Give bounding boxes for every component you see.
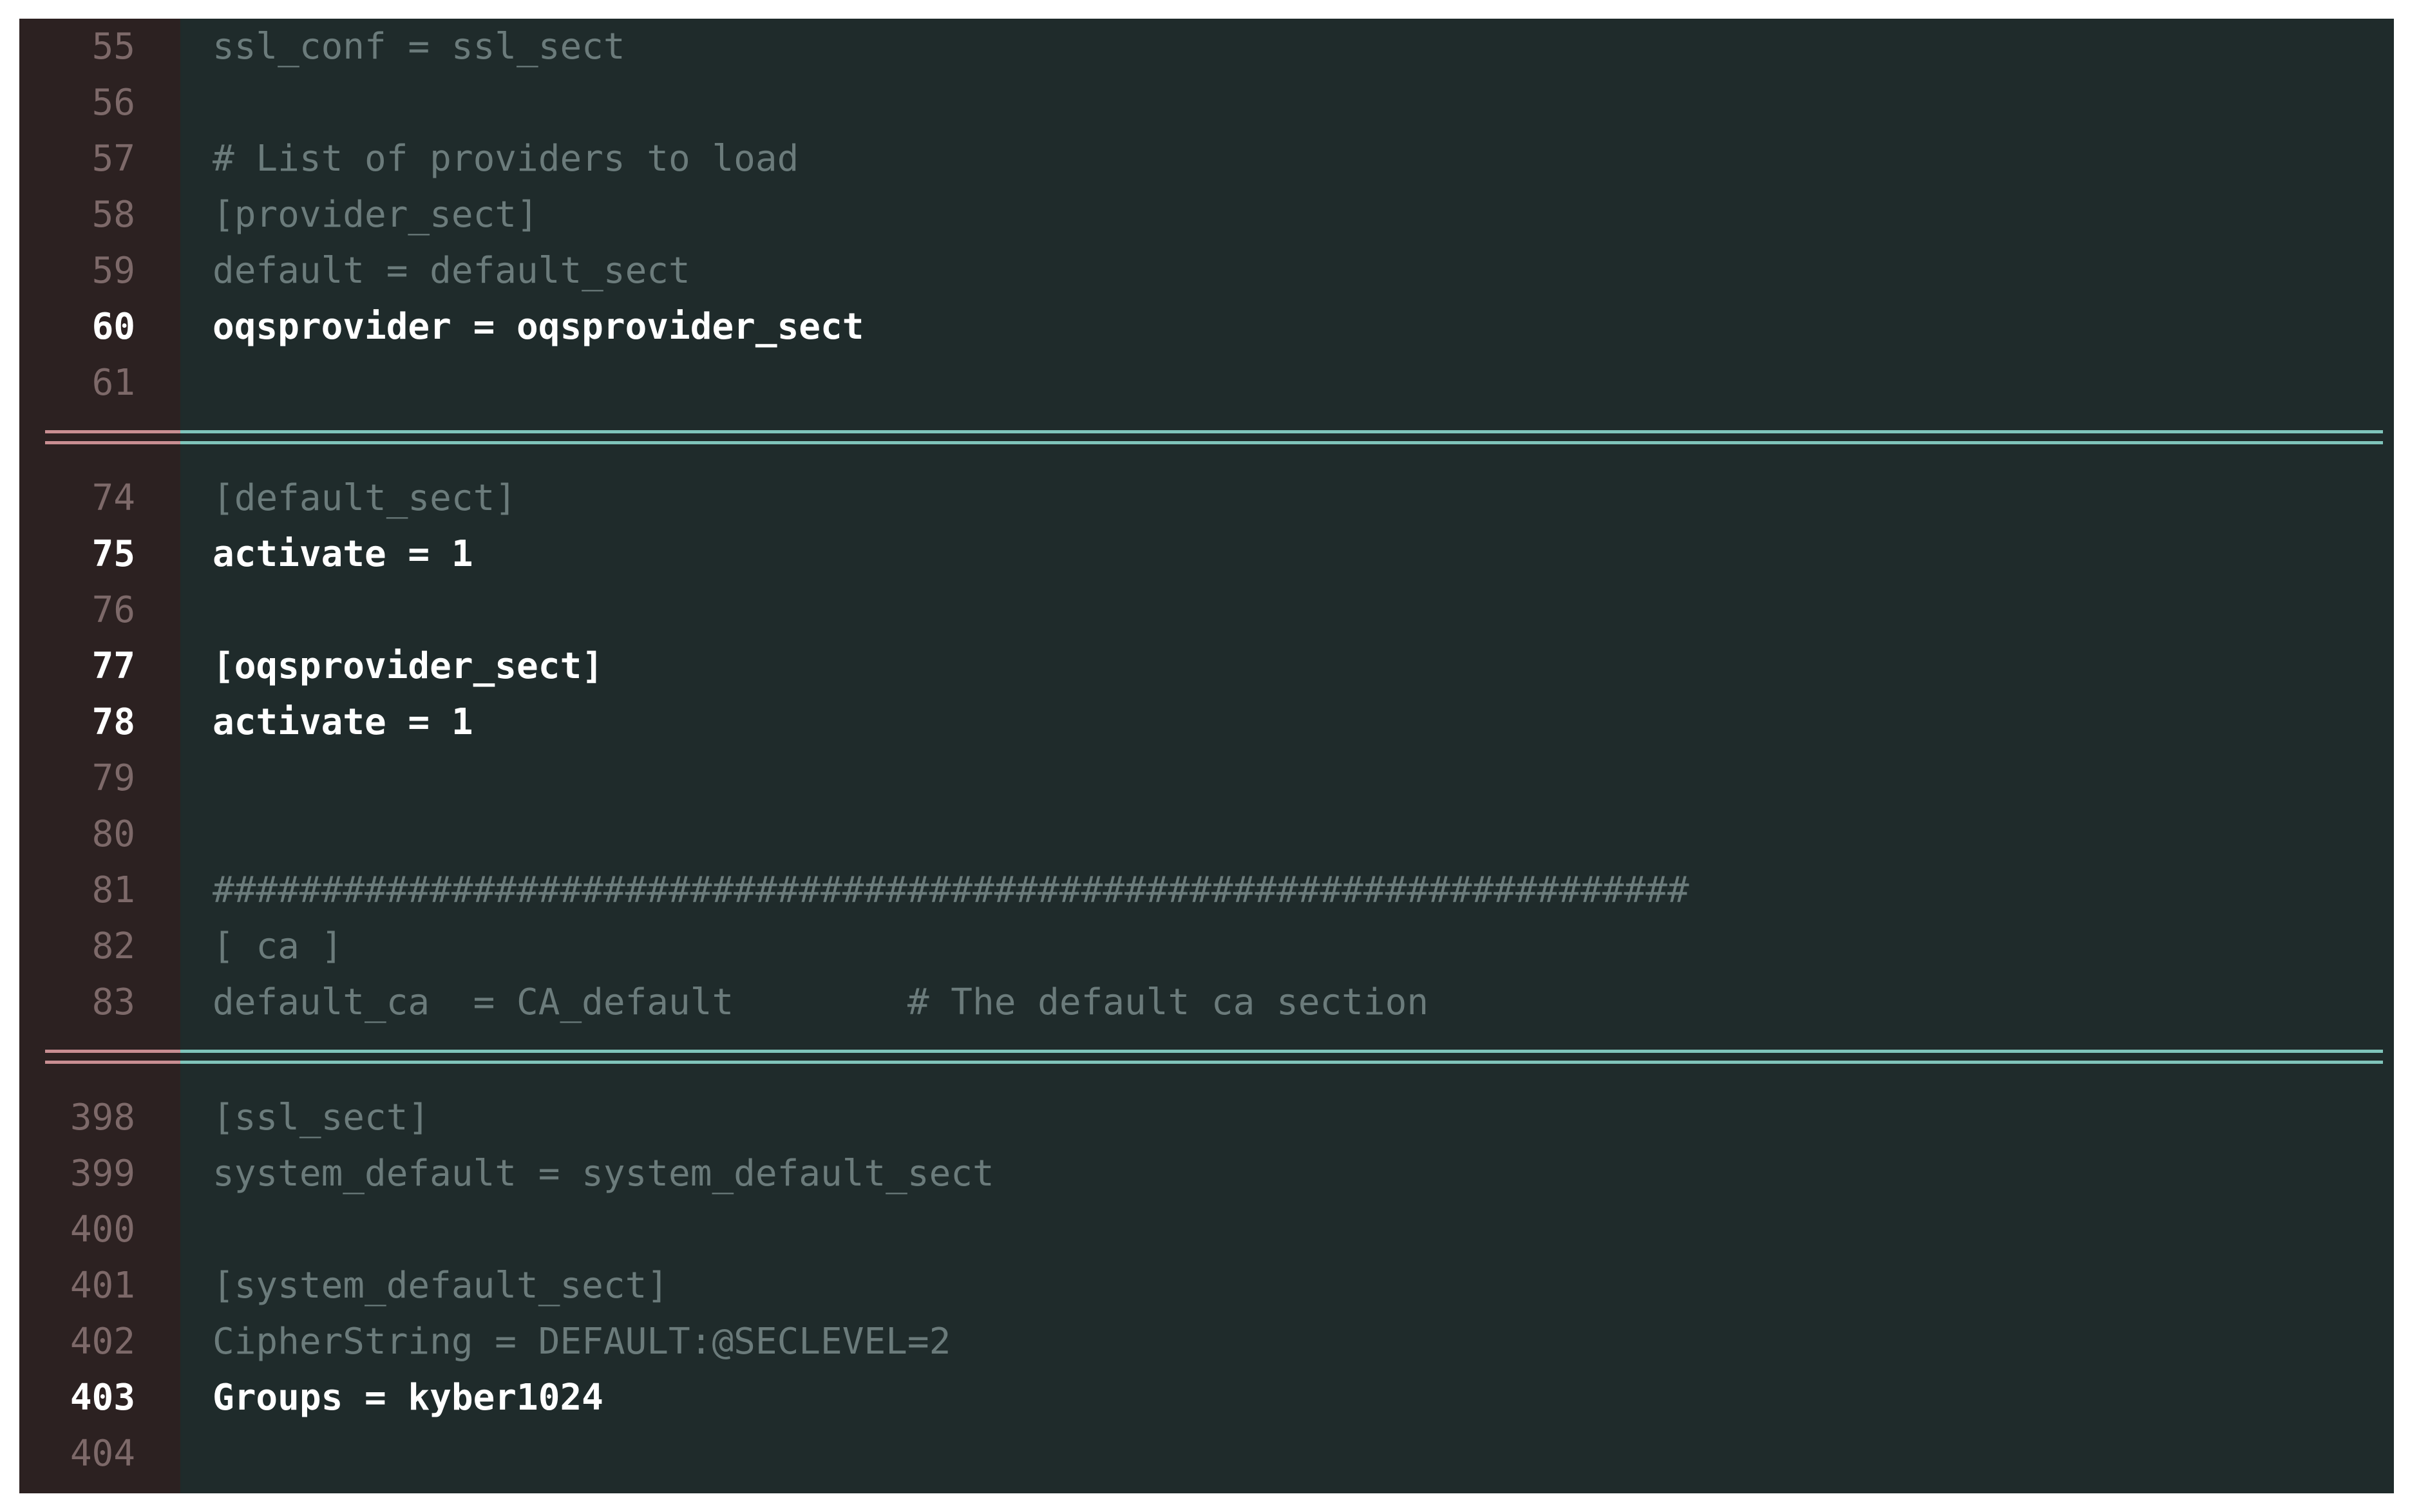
code-line: 75 activate = 1 <box>19 526 2394 582</box>
line-text: ssl_conf = ssl_sect <box>213 26 625 68</box>
line-number: 403 <box>70 1377 135 1419</box>
line-text: default = default_sect <box>213 250 690 292</box>
line-number-gutter <box>19 19 180 1493</box>
code-line: 79 <box>19 750 2394 806</box>
line-number: 83 <box>91 981 135 1023</box>
code-line: 59 default = default_sect <box>19 243 2394 299</box>
line-text: Groups = kyber1024 <box>213 1377 603 1419</box>
line-text: # List of providers to load <box>213 138 799 180</box>
line-text: CipherString = DEFAULT:@SECLEVEL=2 <box>213 1321 951 1363</box>
code-line: 399 system_default = system_default_sect <box>19 1146 2394 1202</box>
code-line: 402 CipherString = DEFAULT:@SECLEVEL=2 <box>19 1314 2394 1370</box>
line-number: 78 <box>91 701 135 743</box>
code-line: 55 ssl_conf = ssl_sect <box>19 19 2394 75</box>
line-text: [ssl_sect] <box>213 1097 430 1139</box>
diff-view: 55 ssl_conf = ssl_sect 56 57 # List of provi… <box>19 19 2394 1493</box>
line-number: 402 <box>70 1321 135 1363</box>
code-line: 74 [default_sect] <box>19 470 2394 526</box>
line-number: 77 <box>91 645 135 687</box>
line-number: 79 <box>91 757 135 799</box>
code-line: 78 activate = 1 <box>19 694 2394 750</box>
line-number: 57 <box>91 138 135 180</box>
line-text: [provider_sect] <box>213 194 538 236</box>
code-line: 83 default_ca = CA_default # The default … <box>19 974 2394 1030</box>
line-number: 80 <box>91 813 135 855</box>
hunk-separator-gutter <box>45 430 180 444</box>
hunk-separator <box>45 1050 2383 1064</box>
code-line: 401 [system_default_sect] <box>19 1258 2394 1314</box>
line-text: [oqsprovider_sect] <box>213 645 603 687</box>
line-number: 398 <box>70 1097 135 1139</box>
line-text: activate = 1 <box>213 533 473 575</box>
code-area: 55 ssl_conf = ssl_sect 56 57 # List of provi… <box>19 19 2394 1493</box>
code-line: 76 <box>19 582 2394 638</box>
line-text: default_ca = CA_default # The default ca… <box>213 981 1429 1023</box>
line-text: ########################################… <box>213 869 1689 911</box>
line-number: 401 <box>70 1265 135 1307</box>
code-line: 81 ######################################… <box>19 862 2394 918</box>
line-text: [default_sect] <box>213 477 517 519</box>
line-number: 404 <box>70 1433 135 1475</box>
code-line: 398 [ssl_sect] <box>19 1090 2394 1146</box>
line-number: 75 <box>91 533 135 575</box>
line-text: system_default = system_default_sect <box>213 1153 994 1195</box>
hunk-separator <box>45 430 2383 444</box>
line-number: 399 <box>70 1153 135 1195</box>
line-number: 82 <box>91 925 135 967</box>
code-line: 403 Groups = kyber1024 <box>19 1370 2394 1426</box>
line-text: activate = 1 <box>213 701 473 743</box>
line-text: oqsprovider = oqsprovider_sect <box>213 306 864 348</box>
line-text: [system_default_sect] <box>213 1265 669 1307</box>
line-number: 61 <box>91 362 135 404</box>
code-line: 61 <box>19 355 2394 411</box>
code-line: 77 [oqsprovider_sect] <box>19 638 2394 694</box>
line-number: 81 <box>91 869 135 911</box>
line-text: [ ca ] <box>213 925 343 967</box>
line-number: 400 <box>70 1209 135 1251</box>
line-number: 56 <box>91 82 135 124</box>
code-line: 400 <box>19 1202 2394 1258</box>
line-number: 59 <box>91 250 135 292</box>
code-line: 57 # List of providers to load <box>19 131 2394 187</box>
code-line: 82 [ ca ] <box>19 918 2394 974</box>
code-line: 404 <box>19 1426 2394 1482</box>
hunk-separator-code <box>180 1050 2383 1064</box>
code-line: 80 <box>19 806 2394 862</box>
code-line: 56 <box>19 75 2394 131</box>
line-number: 74 <box>91 477 135 519</box>
line-number: 60 <box>91 306 135 348</box>
line-number: 55 <box>91 26 135 68</box>
code-line: 58 [provider_sect] <box>19 187 2394 243</box>
line-number: 76 <box>91 589 135 631</box>
hunk-separator-gutter <box>45 1050 180 1064</box>
hunk-separator-code <box>180 430 2383 444</box>
line-number: 58 <box>91 194 135 236</box>
code-line: 60 oqsprovider = oqsprovider_sect <box>19 299 2394 355</box>
